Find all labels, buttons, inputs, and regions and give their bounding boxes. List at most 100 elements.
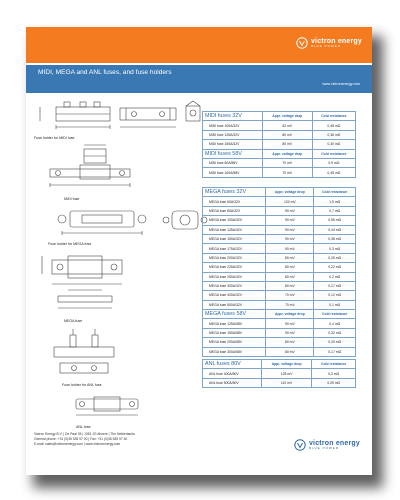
voltage-drop: 80 mV — [265, 337, 315, 348]
caption-midi-fuse: MIDI fuse — [64, 197, 80, 201]
cold-resistance: 0,2 mΩ — [313, 271, 356, 282]
fuse-name: MEGA fuse 500A/32V — [201, 299, 267, 311]
voltage-drop: 120 mV — [265, 196, 315, 207]
voltage-drop: 80 mV — [261, 139, 313, 150]
voltage-drop: 70 mV — [265, 299, 315, 311]
midi-fuse-drawing — [49, 144, 131, 187]
orange-header: victron energy BLUE POWER — [26, 27, 372, 63]
cold-resistance: 0,17 mΩ — [313, 280, 356, 292]
fuse-name: MIDI fuse 150A/32V — [202, 139, 263, 150]
anl-fuse-drawing — [75, 396, 139, 416]
voltage-drop: 80 mV — [265, 271, 315, 282]
col-voltage-drop: Appr. voltage drop — [261, 110, 313, 122]
brand-tagline: BLUE POWER — [308, 446, 339, 450]
midi58-title: MIDI fuses 58V — [202, 148, 263, 159]
footer-address: Victron Energy B.V. | De Paal 35 | 1351 … — [34, 432, 135, 447]
voltage-drop: 110 mV — [260, 377, 313, 389]
footer-line-1: Victron Energy B.V. | De Paal 35 | 1351 … — [34, 432, 135, 436]
col-resistance: Cold resistance — [313, 309, 356, 320]
cold-resistance: 0,25 mΩ — [313, 252, 356, 264]
caption-mega-holder: Fuse holder for MEGA fuse — [48, 242, 92, 246]
voltage-drop: 80 mV — [265, 346, 315, 358]
fuse-name: MEGA fuse 175A/32V — [201, 243, 267, 254]
cold-resistance: 0,45 mΩ — [311, 120, 357, 131]
cold-resistance: 0,1 mΩ — [313, 299, 356, 311]
voltage-drop: 80 mV — [261, 129, 313, 141]
col-resistance: Cold resistance — [313, 186, 356, 198]
voltage-drop: 80 mV — [265, 262, 315, 273]
voltage-drop: 90 mV — [265, 243, 315, 254]
col-resistance: Cold resistance — [311, 148, 357, 159]
fuse-name: MEGA fuse 400A/32V — [201, 290, 267, 301]
footer-line-3: E-mail: sales@victronenergy.com | www.vi… — [34, 442, 121, 446]
cold-resistance: 0,9 mΩ — [311, 157, 357, 169]
brand-logo-bottom: victron energy BLUE POWER — [294, 439, 360, 451]
datasheet-page: victron energy BLUE POWER MIDI, MEGA and… — [26, 27, 372, 475]
table-header-row: MIDI fuses 58V Appr. voltage drop Cold r… — [202, 148, 357, 159]
mega-fuse-table: MEGA fuses 32V Appr. voltage drop Cold r… — [201, 186, 356, 358]
website-url: www.victronenergy.com — [322, 82, 360, 86]
fuse-name: MEGA fuse 150A/32V — [201, 233, 267, 245]
cold-resistance: 0,3 mΩ — [313, 243, 356, 254]
fuse-name: MEGA fuse 60A/32V — [201, 196, 267, 207]
cold-resistance: 0,25 mΩ — [313, 337, 356, 348]
fuse-name: MIDI fuse 100A/58V — [202, 167, 263, 178]
col-voltage-drop: Appr. voltage drop — [260, 358, 313, 370]
cold-resistance: 0,22 mΩ — [313, 262, 356, 273]
title-band: MIDI, MEGA and ANL fuses, and fuse holde… — [26, 65, 372, 93]
fuse-name: MEGA fuse 100A/32V — [201, 215, 267, 226]
voltage-drop: 80 mV — [265, 280, 315, 292]
cold-resistance: 0,44 mΩ — [313, 224, 356, 235]
footer-line-2: General phone: +31 (0)36 535 97 00 | Fax… — [34, 437, 128, 441]
anl-fuse-table: ANL fuses 80V Appr. voltage drop Cold re… — [202, 358, 356, 389]
fuse-name: ANL fuse 400A/80V — [202, 368, 262, 379]
mega58-title: MEGA fuses 58V — [201, 309, 267, 320]
fuse-name: ANL fuse 500A/80V — [202, 377, 262, 389]
fuse-name: MEGA fuse 200A/32V — [201, 252, 267, 264]
caption-anl-holder: Fuse holder for ANL fuse — [62, 383, 102, 387]
voltage-drop: 70 mV — [261, 157, 313, 169]
brand-name: victron energy — [310, 38, 362, 45]
victron-logo-icon — [294, 439, 306, 451]
voltage-drop: 70 mV — [265, 290, 315, 301]
voltage-drop: 70 mV — [261, 167, 313, 178]
brand-name: victron energy — [308, 440, 360, 447]
brand-logo-top: victron energy BLUE POWER — [296, 37, 362, 49]
caption-midi-holder: Fuse holder for MIDI fuse — [34, 136, 75, 140]
cold-resistance: 0,45 mΩ — [311, 167, 357, 178]
fuse-name: MEGA fuse 125A/32V — [201, 224, 267, 235]
anl80-title: ANL fuses 80V — [202, 358, 262, 370]
cold-resistance: 1,5 mΩ — [313, 196, 356, 207]
cold-resistance: 0,7 mΩ — [313, 205, 356, 217]
fuse-name: MIDI fuse 100A/32V — [202, 120, 263, 131]
col-resistance: Cold resistance — [311, 358, 356, 370]
mega-fuse-drawing — [41, 255, 123, 309]
fuse-name: MEGA fuse 150A/58V — [201, 327, 267, 339]
fuse-name: MEGA fuse 125A/58V — [201, 318, 267, 329]
col-voltage-drop: Appr. voltage drop — [265, 186, 315, 198]
mega-holder-drawing — [57, 210, 208, 235]
page-title: MIDI, MEGA and ANL fuses, and fuse holde… — [38, 69, 172, 76]
fuse-name: MEGA fuse 200A/58V — [201, 337, 267, 348]
midi-fuse-table: MIDI fuses 32V Appr. voltage drop Cold r… — [202, 110, 357, 178]
cold-resistance: 0,3 mΩ — [311, 368, 356, 379]
cold-resistance: 0,12 mΩ — [313, 290, 356, 301]
cold-resistance: 0,17 mΩ — [313, 346, 356, 358]
